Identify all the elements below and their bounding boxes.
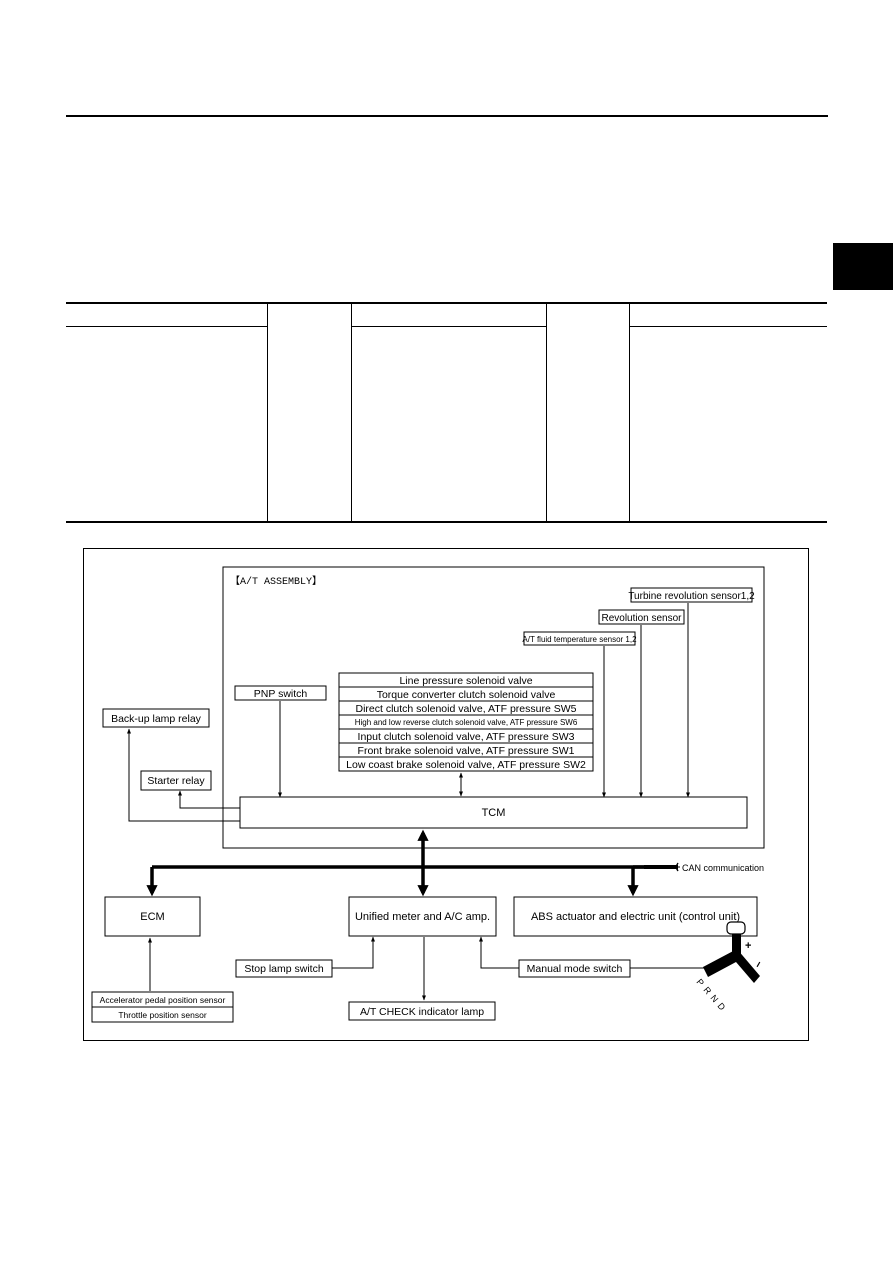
can-communication-label: CAN communication bbox=[682, 863, 764, 873]
fluid-temperature-sensor: A/T fluid temperature sensor 1,2 bbox=[522, 631, 637, 646]
stop-lamp-switch: Stop lamp switch bbox=[235, 959, 333, 978]
at-assembly-frame bbox=[222, 566, 765, 849]
svg-text:Stop lamp switch: Stop lamp switch bbox=[244, 963, 324, 975]
revolution-sensor: Revolution sensor bbox=[598, 609, 685, 625]
table-top-rule bbox=[66, 302, 827, 304]
svg-text:A/T CHECK indicator lamp: A/T CHECK indicator lamp bbox=[360, 1006, 484, 1018]
pnp-switch: PNP switch bbox=[234, 685, 327, 701]
blank-table bbox=[66, 302, 827, 523]
solenoid-row: Line pressure solenoid valve bbox=[399, 675, 532, 687]
at-check-indicator-lamp: A/T CHECK indicator lamp bbox=[348, 1001, 496, 1021]
svg-text:TCM: TCM bbox=[482, 807, 506, 819]
gate-letter: N bbox=[708, 993, 720, 1004]
gate-letter: R bbox=[701, 985, 713, 997]
solenoid-row: Torque converter clutch solenoid valve bbox=[377, 689, 556, 701]
solenoid-row: Front brake solenoid valve, ATF pressure… bbox=[358, 745, 575, 757]
svg-text:Starter relay: Starter relay bbox=[147, 775, 205, 787]
solenoid-row: High and low reverse clutch solenoid val… bbox=[355, 718, 578, 727]
section-tab-block bbox=[833, 243, 893, 290]
backup-lamp-relay: Back-up lamp relay bbox=[102, 708, 210, 728]
svg-text:Unified meter and A/C amp.: Unified meter and A/C amp. bbox=[355, 911, 490, 923]
svg-text:Revolution sensor: Revolution sensor bbox=[601, 613, 682, 624]
gate-letter: D bbox=[715, 1001, 727, 1013]
ecm-input-sensors: Accelerator pedal position sensor Thrott… bbox=[91, 991, 234, 1023]
table-header-rule bbox=[629, 326, 827, 327]
abs-actuator-unit: ABS actuator and electric unit (control … bbox=[513, 896, 758, 937]
svg-text:Accelerator pedal position sen: Accelerator pedal position sensor bbox=[100, 995, 226, 1005]
tcm: TCM bbox=[239, 796, 748, 829]
shift-lever-icon: P R N D + − bbox=[694, 921, 766, 1013]
table-col-divider bbox=[546, 302, 547, 523]
shift-minus-label: − bbox=[752, 959, 766, 971]
table-bottom-rule bbox=[66, 521, 827, 523]
manual-mode-switch: Manual mode switch bbox=[518, 959, 631, 978]
tcm-to-backup-arrow bbox=[127, 728, 240, 822]
table-header-rule bbox=[351, 326, 546, 327]
svg-text:A/T fluid temperature sensor 1: A/T fluid temperature sensor 1,2 bbox=[522, 635, 637, 644]
starter-relay: Starter relay bbox=[140, 770, 212, 791]
gate-letter: P bbox=[694, 977, 706, 988]
stop-lamp-arrow bbox=[332, 936, 375, 969]
svg-text:Back-up lamp relay: Back-up lamp relay bbox=[111, 713, 202, 725]
table-col-divider bbox=[351, 302, 352, 523]
svg-text:Manual mode switch: Manual mode switch bbox=[527, 963, 623, 975]
solenoid-row: Input clutch solenoid valve, ATF pressur… bbox=[358, 731, 575, 743]
svg-text:ECM: ECM bbox=[140, 911, 164, 923]
diagram-canvas: 【A/T ASSEMBLY】 Turbine revolution sensor… bbox=[91, 566, 766, 1023]
solenoid-row: Low coast brake solenoid valve, ATF pres… bbox=[346, 759, 586, 771]
ecm: ECM bbox=[104, 896, 201, 937]
header-rule bbox=[66, 115, 828, 117]
shift-plus-label: + bbox=[745, 940, 751, 952]
solenoid-row: Direct clutch solenoid valve, ATF pressu… bbox=[356, 703, 577, 715]
svg-text:Turbine revolution sensor1,2: Turbine revolution sensor1,2 bbox=[628, 591, 755, 602]
svg-text:Throttle position sensor: Throttle position sensor bbox=[118, 1010, 207, 1020]
at-control-system-diagram: 【A/T ASSEMBLY】 Turbine revolution sensor… bbox=[83, 548, 809, 1041]
tcm-to-starter-arrow bbox=[178, 790, 240, 809]
unified-meter-ac-amp: Unified meter and A/C amp. bbox=[348, 896, 497, 937]
table-col-divider bbox=[629, 302, 630, 523]
table-col-divider bbox=[267, 302, 268, 523]
can-bus bbox=[146, 829, 680, 897]
svg-text:ABS actuator and electric unit: ABS actuator and electric unit (control … bbox=[531, 911, 740, 923]
svg-text:PNP switch: PNP switch bbox=[254, 688, 308, 700]
manual-mode-arrow bbox=[479, 936, 519, 969]
solenoid-valve-stack: Line pressure solenoid valve Torque conv… bbox=[338, 672, 594, 772]
at-assembly-label: 【A/T ASSEMBLY】 bbox=[230, 575, 322, 588]
table-header-rule bbox=[66, 326, 267, 327]
turbine-revolution-sensor: Turbine revolution sensor1,2 bbox=[628, 587, 755, 603]
